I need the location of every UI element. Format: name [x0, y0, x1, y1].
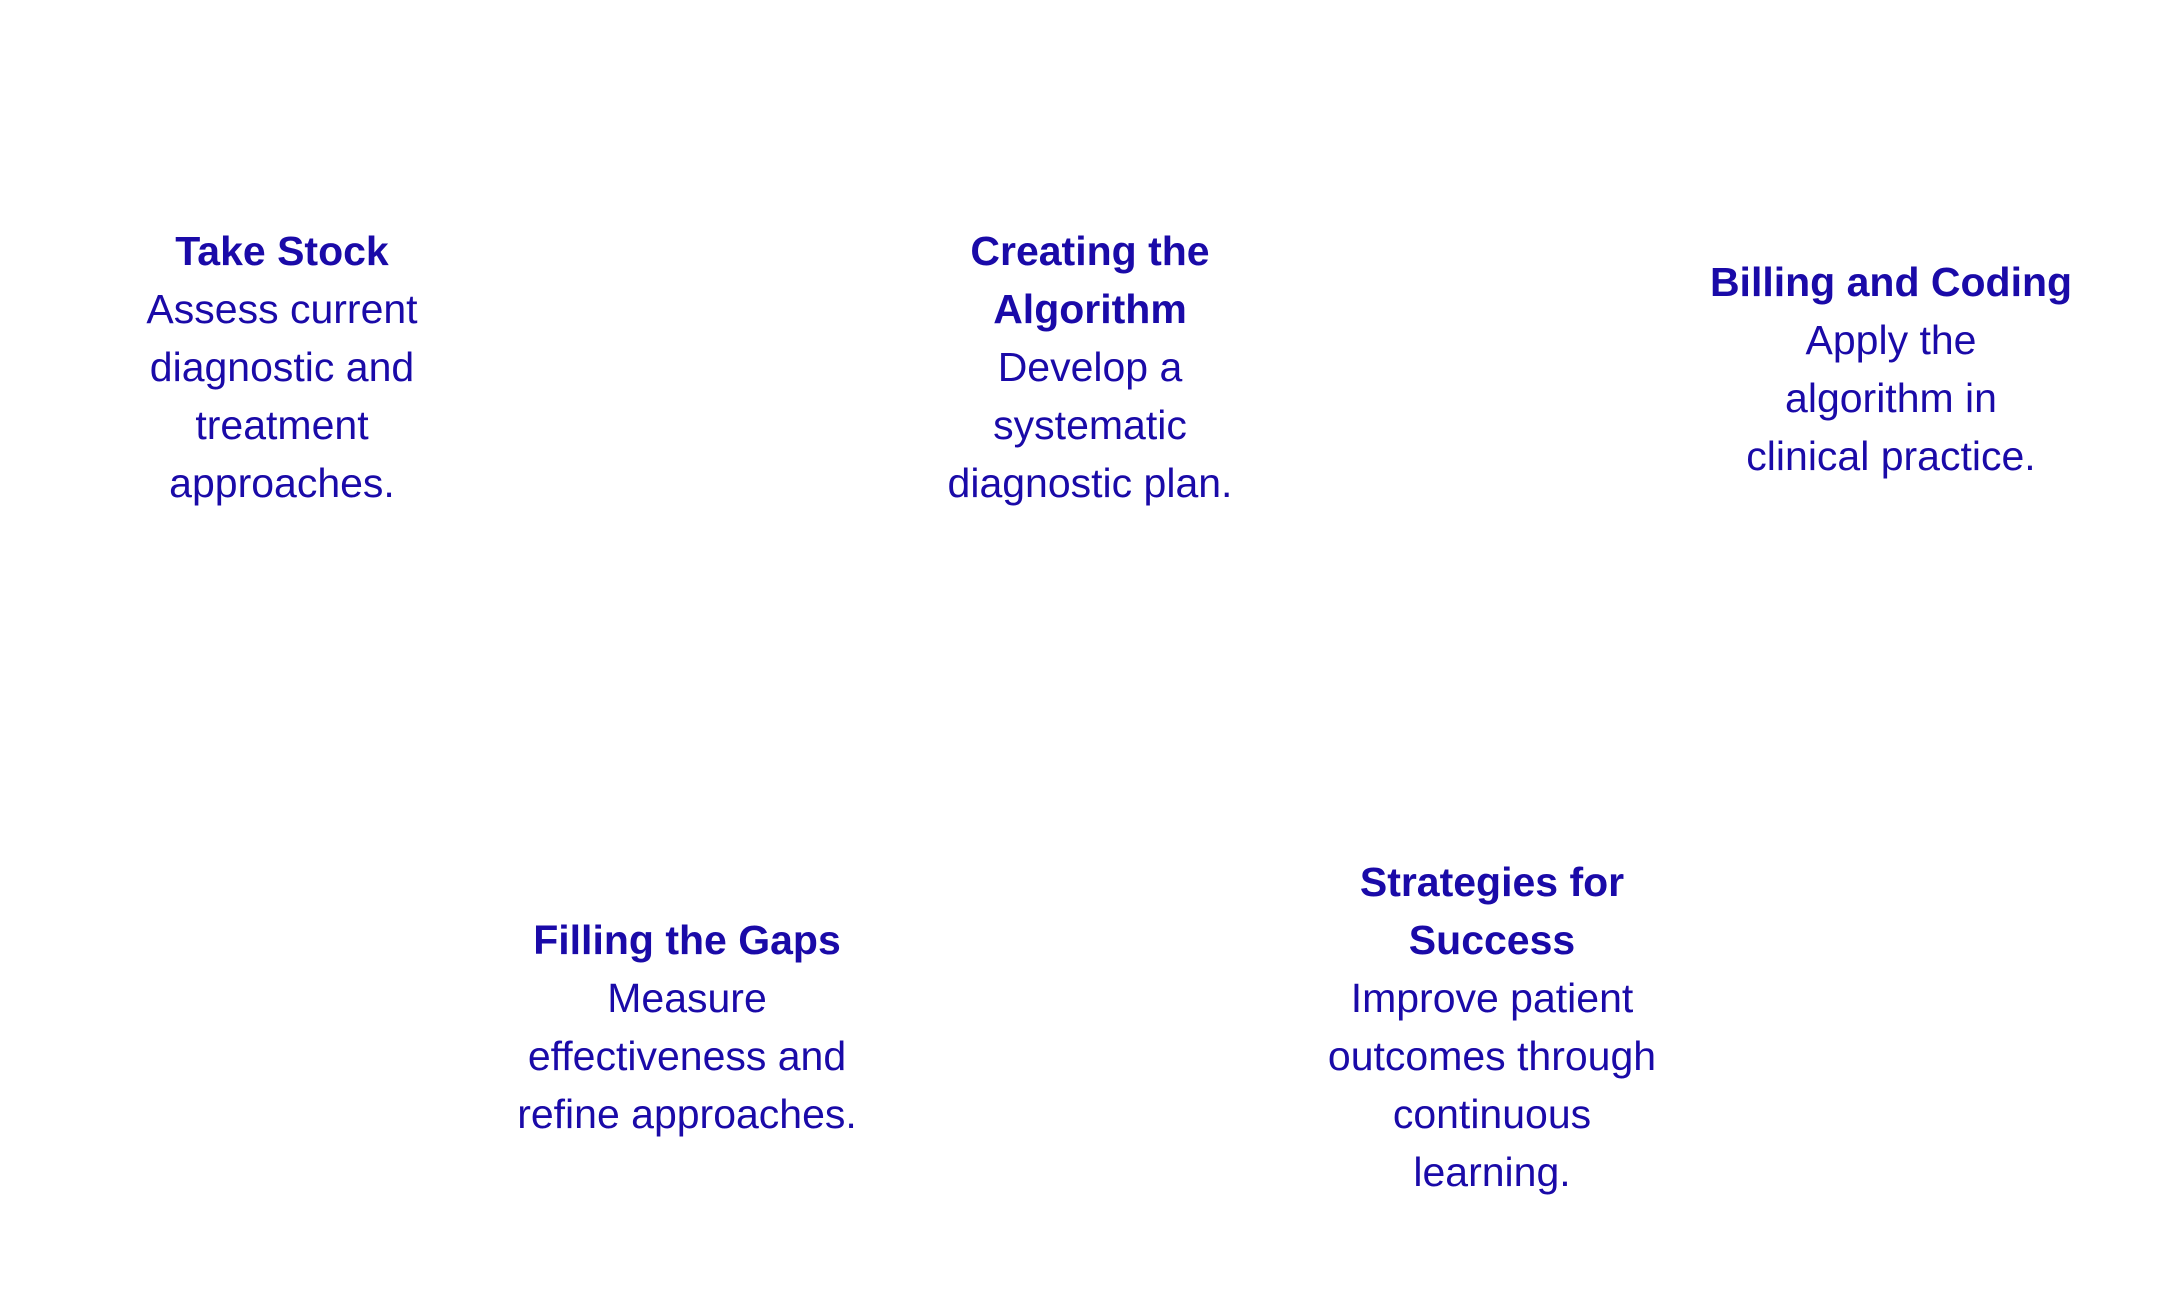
step-description: Improve patient outcomes through continu… — [1327, 975, 1657, 1195]
step-description: Apply the algorithm in clinical practice… — [1746, 317, 2036, 479]
step-title: Creating the Algorithm — [970, 228, 1210, 332]
step-title: Billing and Coding — [1709, 259, 2073, 305]
step-description: Assess current diagnostic and treatment … — [146, 286, 418, 506]
step-filling-the-gaps: Filling the Gaps Measure effectiveness a… — [477, 911, 897, 1143]
step-title: Filling the Gaps — [533, 917, 841, 963]
step-title: Strategies for Success — [1359, 859, 1625, 963]
step-billing-and-coding: Billing and Coding Apply the algorithm i… — [1681, 253, 2101, 485]
step-title: Take Stock — [175, 228, 389, 274]
step-strategies-for-success: Strategies for Success Improve patient o… — [1282, 853, 1702, 1201]
step-description: Develop a systematic diagnostic plan. — [947, 344, 1233, 506]
step-creating-the-algorithm: Creating the Algorithm Develop a systema… — [900, 222, 1280, 512]
step-description: Measure effectiveness and refine approac… — [517, 975, 857, 1137]
step-take-stock: Take Stock Assess current diagnostic and… — [102, 222, 462, 512]
